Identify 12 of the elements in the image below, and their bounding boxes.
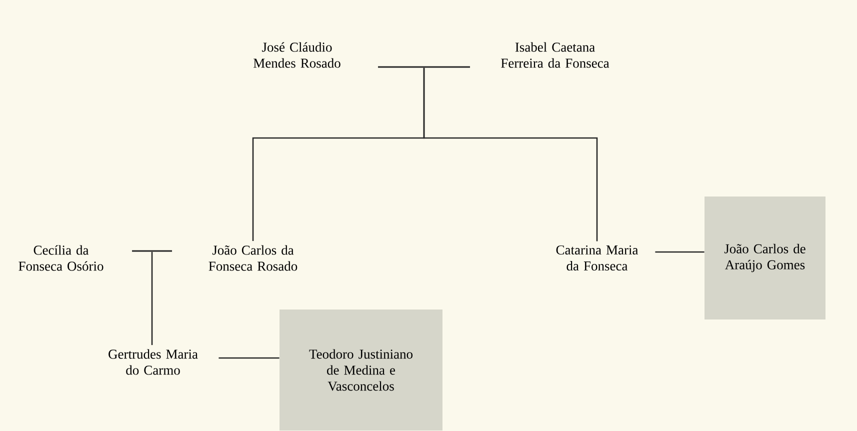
person-name: Cecília da Fonseca Osório <box>18 245 104 271</box>
person-name: Gertrudes Maria do Carmo <box>108 349 198 375</box>
person-name: José Cláudio Mendes Rosado <box>254 42 340 68</box>
person-name: Catarina Maria da Fonseca <box>556 245 638 271</box>
marriage-line <box>218 357 280 359</box>
descent-line <box>423 68 598 242</box>
marriage-line <box>655 251 704 253</box>
descent-line <box>151 252 153 346</box>
person-name: João Carlos da Fonseca Rosado <box>208 245 298 271</box>
person-name: Isabel Caetana Ferreira da Fonseca <box>501 42 610 68</box>
person-box: Teodoro Justiniano de Medina e Vasconcelos <box>280 310 442 430</box>
person-box: João Carlos de Araújo Gomes <box>704 196 826 320</box>
